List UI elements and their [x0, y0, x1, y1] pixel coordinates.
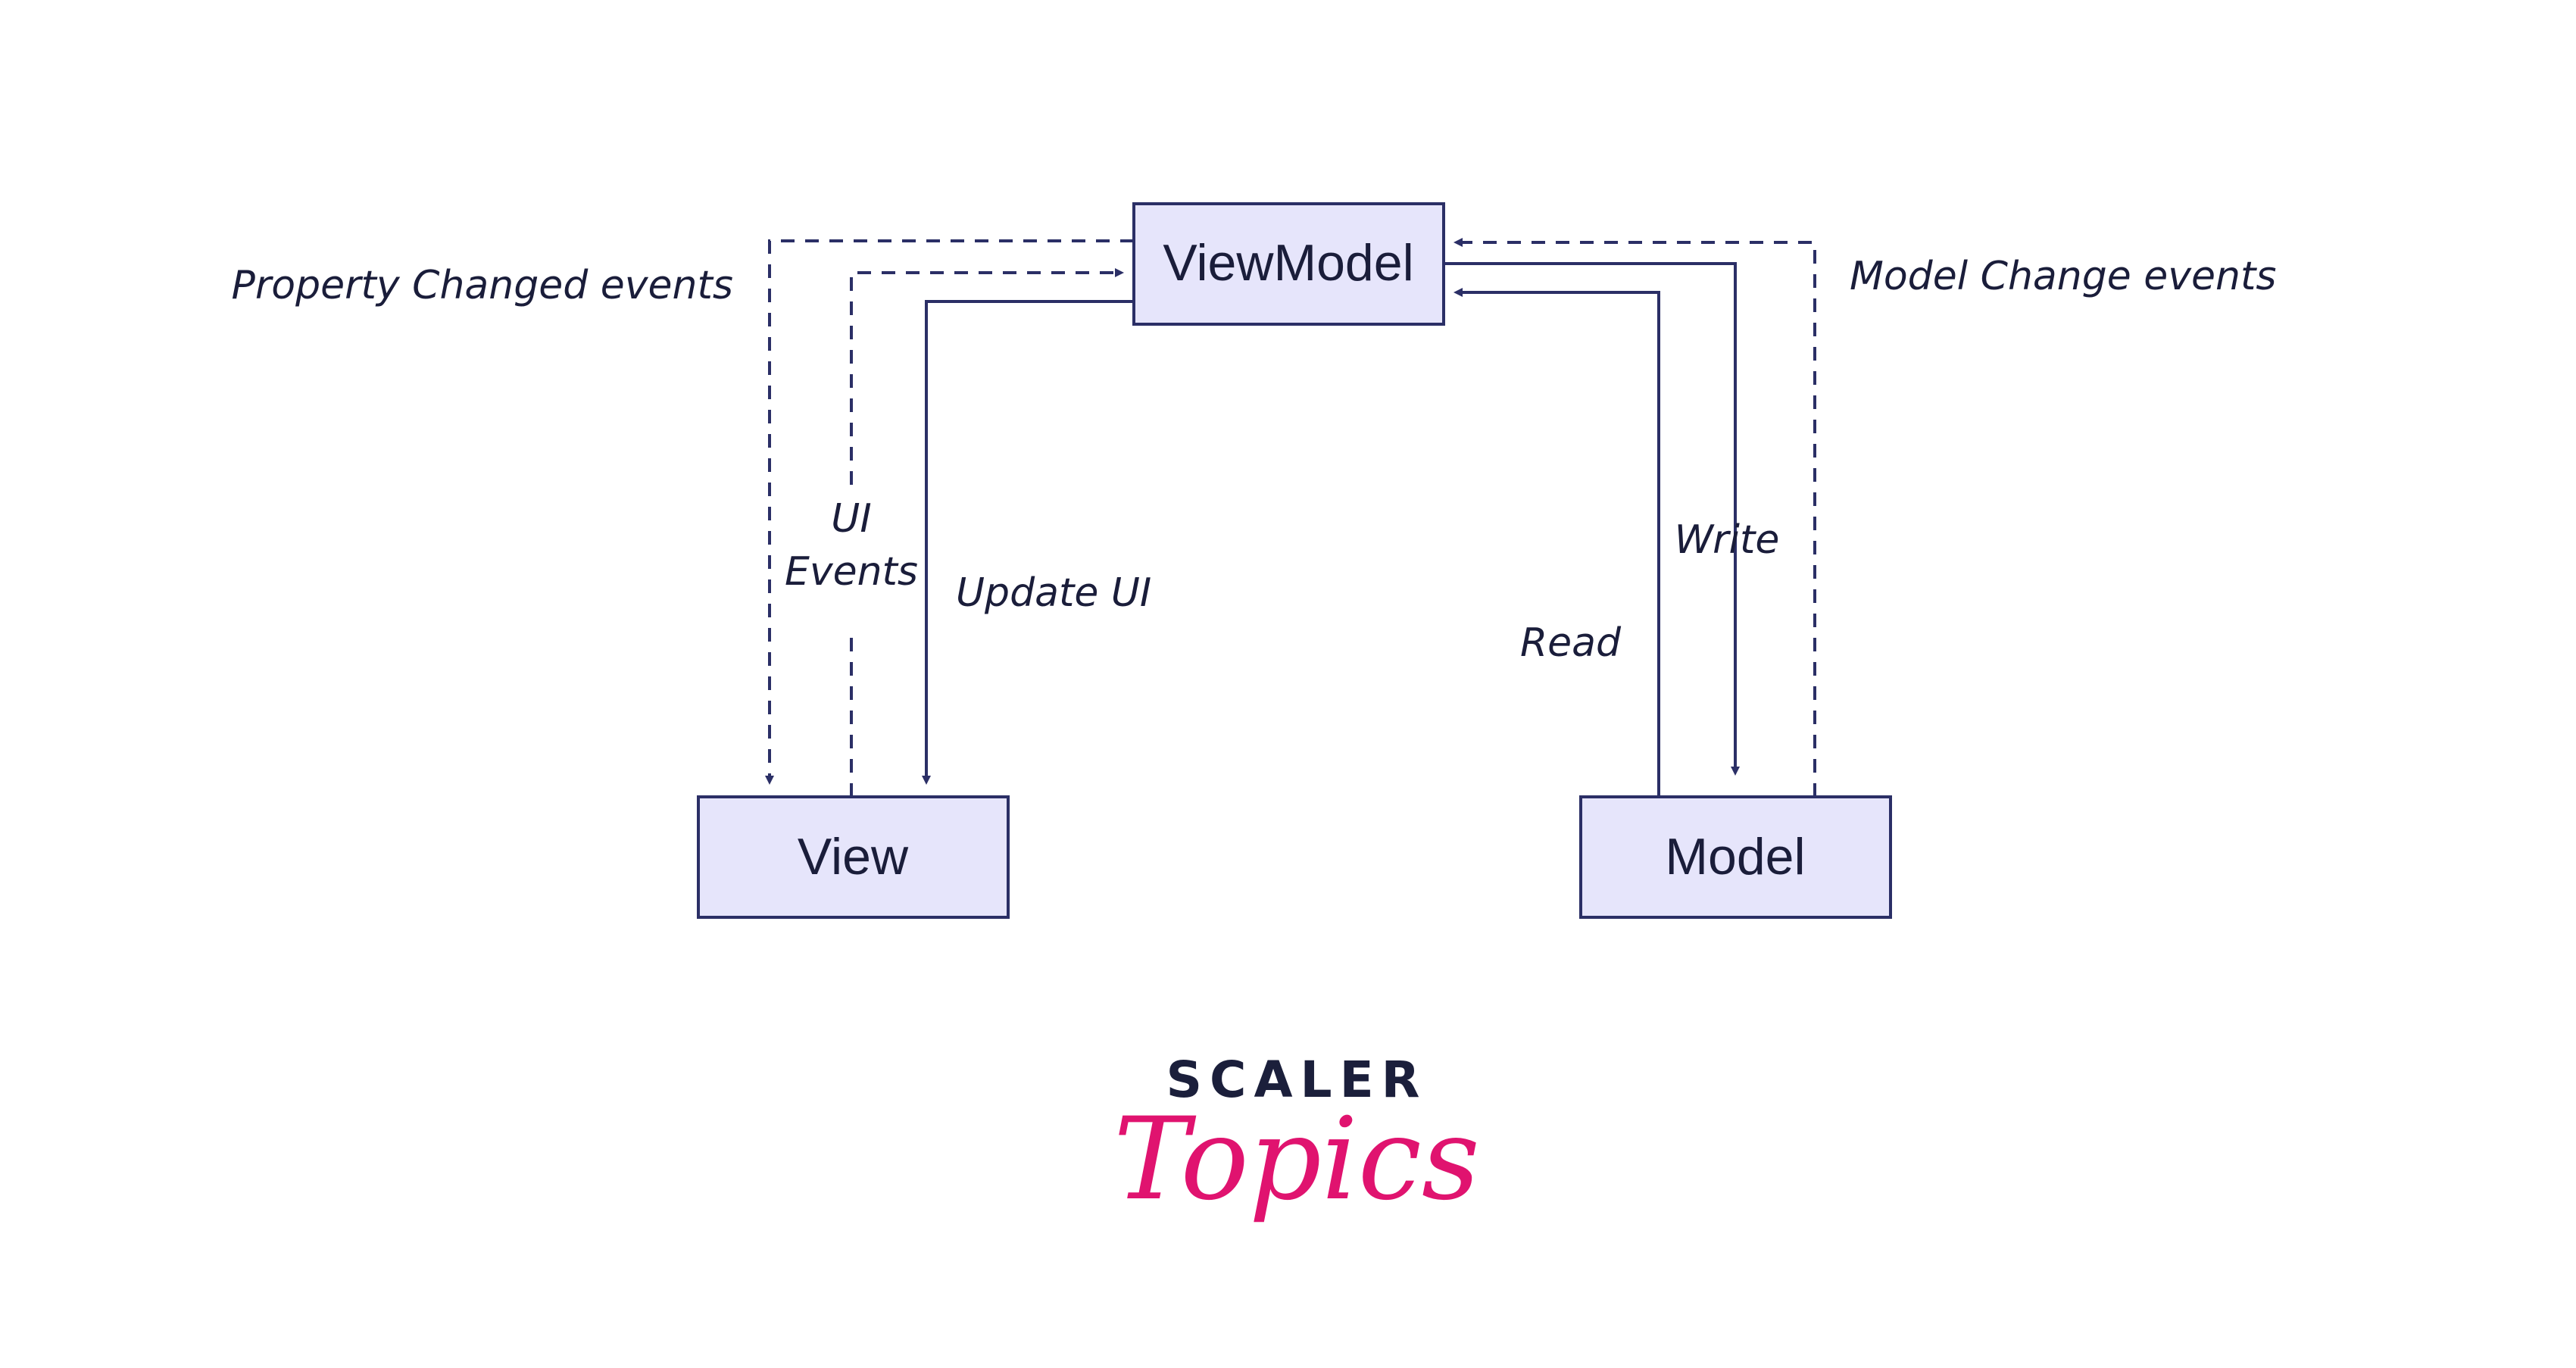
write-label: Write [1675, 517, 1780, 563]
model-change-label: Model Change events [1850, 254, 2276, 299]
viewmodel-label: ViewModel [1163, 234, 1413, 292]
logo-scaler-text: SCALER [1166, 1051, 1427, 1109]
update-ui-arrow [922, 300, 1134, 785]
logo-topics-text: Topics [1113, 1094, 1480, 1226]
ui-events-arrow-upper [850, 268, 1124, 485]
viewmodel-node: ViewModel [1132, 202, 1445, 326]
update-ui-label: Update UI [956, 570, 1151, 616]
view-label: View [798, 828, 909, 885]
property-changed-label: Property Changed events [232, 263, 733, 308]
read-label: Read [1520, 620, 1622, 666]
model-node: Model [1579, 795, 1892, 919]
ui-events-label-line1: UI [831, 496, 871, 542]
view-node: View [697, 795, 1010, 919]
read-arrow [1453, 288, 1660, 797]
property-changed-arrow [765, 239, 1134, 785]
write-arrow [1444, 262, 1740, 776]
scaler-topics-logo: SCALER Topics [1113, 1051, 1480, 1226]
model-label: Model [1665, 828, 1805, 885]
ui-events-label-line2: Events [785, 549, 918, 595]
